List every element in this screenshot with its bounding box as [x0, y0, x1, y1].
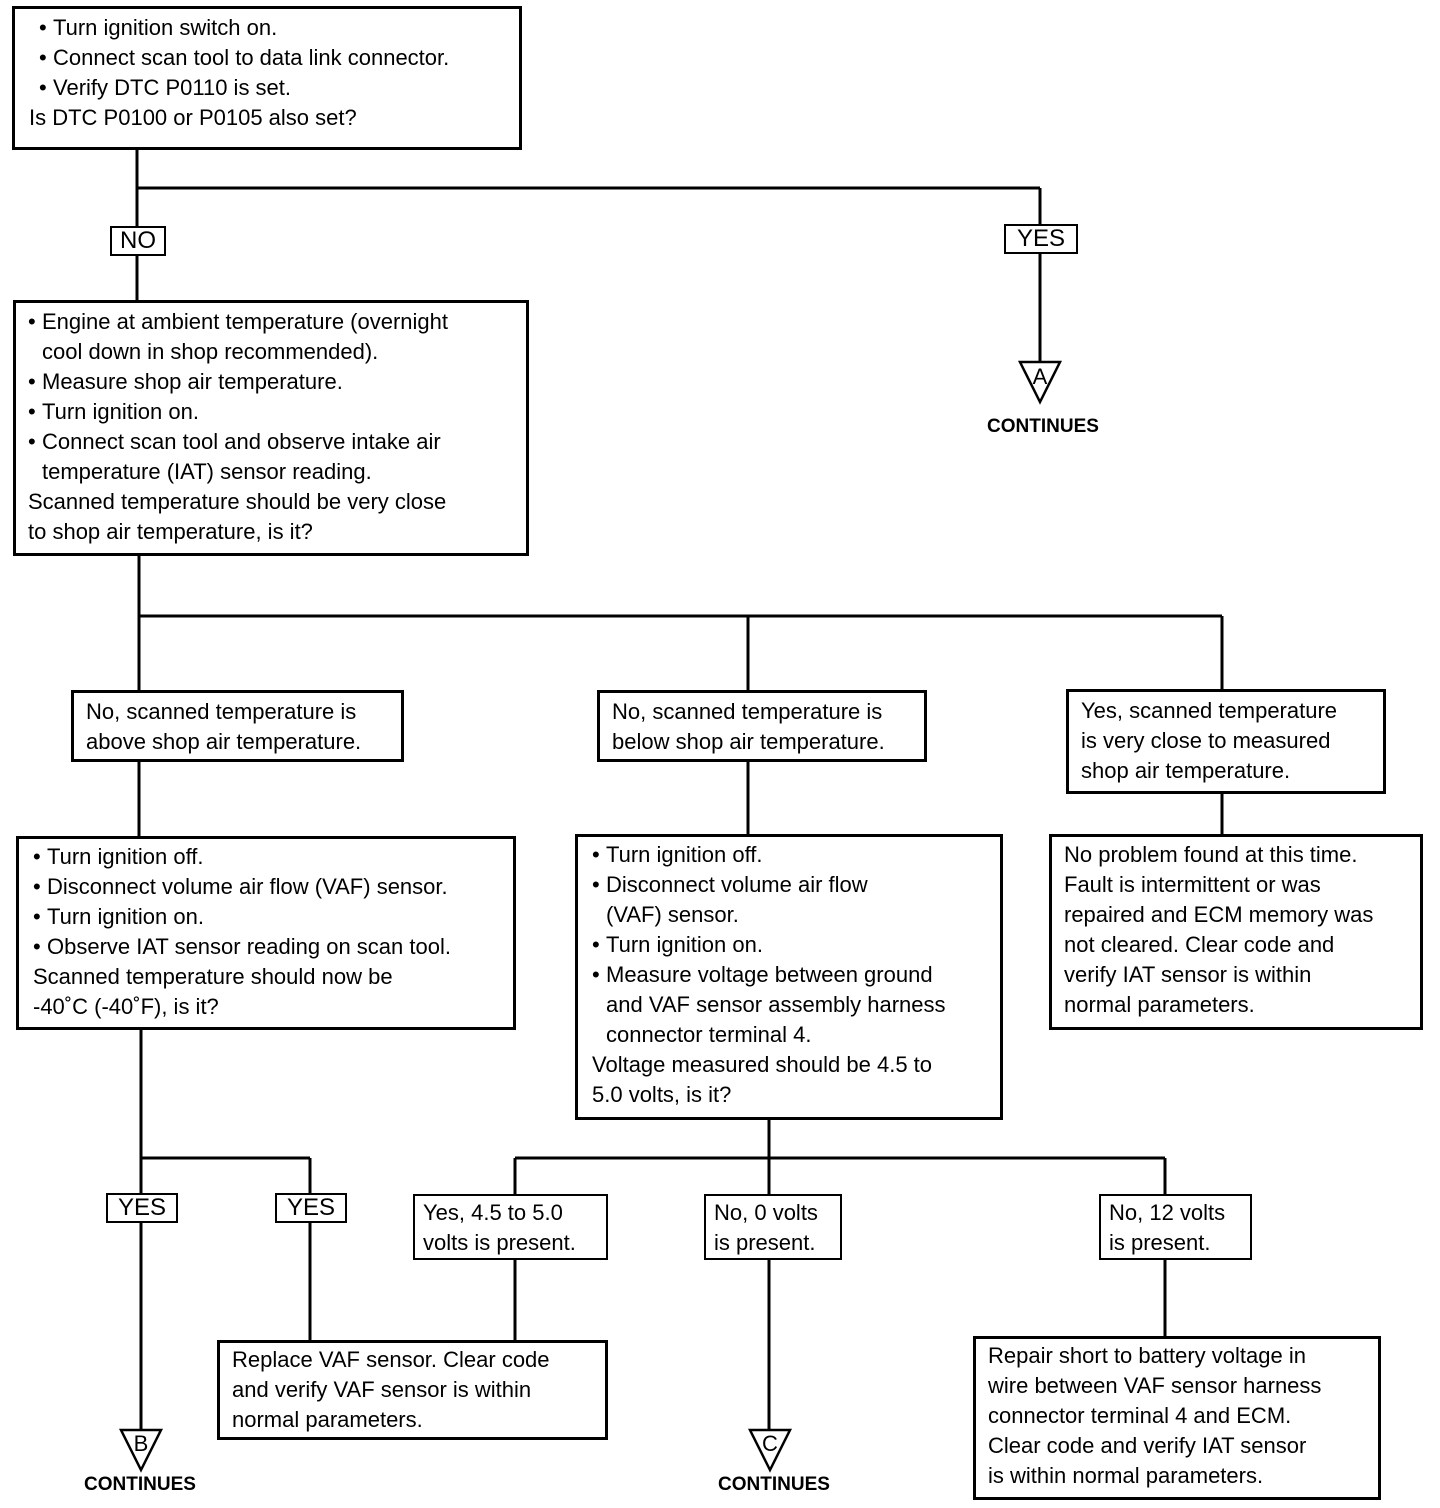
replace-vaf-line-2: and verify VAF sensor is within	[232, 1377, 532, 1402]
no-problem-line-6: normal parameters.	[1064, 992, 1255, 1017]
step2-bullet-4b: temperature (IAT) sensor reading.	[42, 459, 372, 484]
vaf-disconnect-check-box: Turn ignition off. Disconnect volume air…	[16, 836, 516, 1030]
no-problem-line-5: verify IAT sensor is within	[1064, 962, 1312, 987]
repair-short-box: Repair short to battery voltage in wire …	[973, 1336, 1381, 1500]
result-above-box: No, scanned temperature is above shop ai…	[71, 690, 404, 762]
volt-zero-line-1: No, 0 volts	[714, 1200, 818, 1225]
step-below-question-2: 5.0 volts, is it?	[592, 1082, 732, 1107]
yes-label: YES	[1004, 224, 1078, 254]
replace-vaf-box: Replace VAF sensor. Clear code and verif…	[217, 1340, 608, 1440]
volt-zero-line-2: is present.	[714, 1230, 816, 1255]
step2-bullet-1b: cool down in shop recommended).	[42, 339, 379, 364]
yes-left-label: YES	[106, 1193, 178, 1223]
volt-zero-box: No, 0 volts is present.	[704, 1194, 842, 1260]
start-step-2: Connect scan tool to data link connector…	[39, 43, 505, 73]
start-box: Turn ignition switch on. Connect scan to…	[12, 6, 522, 150]
no-problem-line-2: Fault is intermittent or was	[1064, 872, 1321, 897]
result-close-line-1: Yes, scanned temperature	[1081, 698, 1338, 723]
connector-b-letter: B	[133, 1431, 149, 1456]
ambient-temp-check-box: Engine at ambient temperature (overnight…	[13, 300, 529, 556]
step2-bullet-3: Turn ignition on.	[42, 399, 199, 424]
connector-b-continues: CONTINUES	[84, 1474, 196, 1495]
replace-vaf-line-1: Replace VAF sensor. Clear code	[232, 1347, 550, 1372]
result-above-line-1: No, scanned temperature is	[86, 699, 357, 724]
volt-twelve-box: No, 12 volts is present.	[1099, 1194, 1252, 1260]
repair-short-line-5: is within normal parameters.	[988, 1463, 1264, 1488]
volt-yes-line-2: volts is present.	[423, 1230, 576, 1255]
step2-bullet-4a: Connect scan tool and observe intake air	[42, 429, 441, 454]
step-above-bullet-3: Turn ignition on.	[47, 904, 204, 929]
voltage-measure-box: Turn ignition off. Disconnect volume air…	[575, 834, 1003, 1120]
step-below-bullet-2b: (VAF) sensor.	[606, 902, 739, 927]
step2-bullet-1a: Engine at ambient temperature (overnight	[42, 309, 449, 334]
no-problem-line-3: repaired and ECM memory was	[1064, 902, 1374, 927]
connector-b-triangle	[118, 1428, 164, 1473]
step-above-bullet-2: Disconnect volume air flow (VAF) sensor.	[47, 874, 448, 899]
connector-c-continues: CONTINUES	[718, 1474, 830, 1495]
no-problem-box: No problem found at this time. Fault is …	[1049, 834, 1423, 1030]
step2-bullet-2: Measure shop air temperature.	[42, 369, 343, 394]
step-above-question-1: Scanned temperature should now be	[33, 964, 393, 989]
replace-vaf-line-3: normal parameters.	[232, 1407, 423, 1432]
result-close-line-2: is very close to measured	[1081, 728, 1331, 753]
result-below-line-2: below shop air temperature.	[612, 729, 885, 754]
step-below-bullet-3: Turn ignition on.	[606, 932, 763, 957]
no-label: NO	[110, 226, 166, 256]
step2-question-2: to shop air temperature, is it?	[28, 519, 313, 544]
repair-short-line-1: Repair short to battery voltage in	[988, 1343, 1306, 1368]
start-step-1: Turn ignition switch on.	[39, 13, 505, 43]
connector-c-letter: C	[762, 1431, 778, 1456]
result-close-line-3: shop air temperature.	[1081, 758, 1291, 783]
volt-twelve-line-1: No, 12 volts	[1109, 1200, 1226, 1225]
connector-a-triangle	[1017, 360, 1063, 405]
step-above-question-2: -40˚C (-40˚F), is it?	[33, 994, 219, 1019]
result-above-line-2: above shop air temperature.	[86, 729, 362, 754]
repair-short-line-4: Clear code and verify IAT sensor	[988, 1433, 1307, 1458]
yes-right-label: YES	[275, 1193, 347, 1223]
volt-yes-box: Yes, 4.5 to 5.0 volts is present.	[413, 1194, 608, 1260]
repair-short-line-2: wire between VAF sensor harness	[988, 1373, 1322, 1398]
step-above-bullet-4: Observe IAT sensor reading on scan tool.	[47, 934, 451, 959]
connector-a-letter: A	[1032, 364, 1048, 389]
volt-twelve-line-2: is present.	[1109, 1230, 1211, 1255]
step-below-bullet-4b: and VAF sensor assembly harness	[606, 992, 946, 1017]
no-problem-line-1: No problem found at this time.	[1064, 842, 1358, 867]
no-problem-line-4: not cleared. Clear code and	[1064, 932, 1335, 957]
repair-short-line-3: connector terminal 4 and ECM.	[988, 1403, 1292, 1428]
start-question: Is DTC P0100 or P0105 also set?	[29, 105, 357, 130]
step-below-bullet-4a: Measure voltage between ground	[606, 962, 933, 987]
result-below-box: No, scanned temperature is below shop ai…	[597, 690, 927, 762]
volt-yes-line-1: Yes, 4.5 to 5.0	[423, 1200, 563, 1225]
step-below-bullet-2a: Disconnect volume air flow	[606, 872, 868, 897]
step-below-bullet-4c: connector terminal 4.	[606, 1022, 812, 1047]
step-below-question-1: Voltage measured should be 4.5 to	[592, 1052, 933, 1077]
result-below-line-1: No, scanned temperature is	[612, 699, 883, 724]
connector-c-triangle	[747, 1428, 793, 1473]
result-close-box: Yes, scanned temperature is very close t…	[1066, 689, 1386, 794]
step-below-bullet-1: Turn ignition off.	[606, 842, 763, 867]
connector-a-continues: CONTINUES	[987, 416, 1099, 437]
start-step-3: Verify DTC P0110 is set.	[39, 73, 505, 103]
step-above-bullet-1: Turn ignition off.	[47, 844, 204, 869]
step2-question-1: Scanned temperature should be very close	[28, 489, 447, 514]
